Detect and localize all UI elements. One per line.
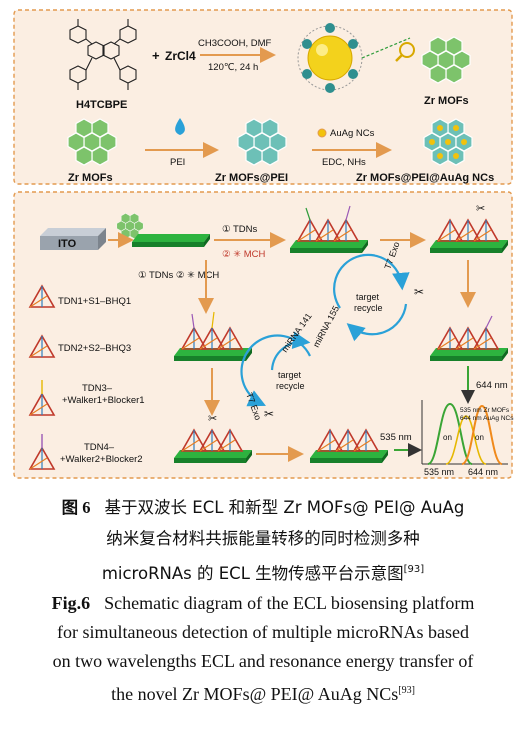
probe-4 [29,434,55,470]
reactant-label: H4TCBPE [76,99,127,111]
pei-drop-icon [175,118,185,135]
ecl-spectrum [421,400,508,465]
plus-sign: + [152,48,160,63]
caption-cn-line-2: 纳米复合材料共振能量转移的同时检测多种 [106,529,420,548]
caption-en-line-3: on two wavelengths ECL and resonance ene… [52,651,474,671]
step-tdns: ① TDNs [222,224,258,235]
h4tcbpe-molecule [69,19,137,90]
scissors-icon-upper: ✂ [414,285,424,299]
scissors-icon-lower: ✂ [264,407,274,421]
probe-4-label-1: TDN4– [84,442,115,453]
caption-cn-text-1: 基于双波长 ECL 和新型 Zr MOFs@ PEI@ AuAg [104,498,465,517]
step2-mid-label: Zr MOFs@PEI [215,172,288,184]
spectrum-legend-2: 644 nm AuAg NCs [460,415,514,422]
ito-electrode [40,228,106,250]
caption-en-text-1: Schematic diagram of the ECL biosensing … [104,593,475,613]
on-label-2: on [475,433,484,442]
target-upper-2: recycle [354,303,383,313]
ito-label: ITO [58,238,77,250]
caption-en-line-1: Fig.6 Schematic diagram of the ECL biosen… [0,589,526,618]
probe-4-label-2: +Walker2+Blocker2 [60,454,143,465]
probe-2-label: TDN2+S2–BHQ3 [58,343,131,354]
caption-cn-text-3: microRNAs 的 ECL 生物传感平台示意图 [101,564,404,583]
target-lower-2: recycle [276,381,305,391]
zrcl4-label: ZrCl4 [165,49,196,63]
tdn-electrode-d [174,311,252,361]
axis-label-535: 535 nm [424,467,454,477]
step-tdns-mch-2: ① TDNs ② ✳ MCH [138,270,219,281]
magnifier-icon [395,42,415,62]
tdn-electrode-a [290,205,368,253]
svg-text:✂: ✂ [414,285,424,299]
target-upper-1: target [356,292,380,302]
axis-label-644: 644 nm [468,467,498,477]
target-lower-1: target [278,370,302,380]
reaction-condition-2: 120℃, 24 h [208,62,258,73]
svg-text:✂: ✂ [476,203,485,215]
label-644-nm: 644 nm [476,380,508,391]
auag-nc-label: AuAg NCs [330,128,375,139]
tdn-electrode-c [430,315,508,361]
edc-label: EDC, NHs [322,157,366,168]
mof-pei-auag-cluster [423,118,473,166]
step2-right-label: Zr MOFs@PEI@AuAg NCs [356,172,494,184]
caption-en-line-2: for simultaneous detection of multiple m… [57,622,469,642]
caption-en-text-4: the novel Zr MOFs@ PEI@ AuAg NCs [111,684,399,704]
schematic-figure: H4TCBPE + ZrCl4 CH3COOH, DMF 120℃, 24 h … [10,8,516,482]
probe-3 [29,380,55,416]
svg-text:✂: ✂ [208,413,217,425]
bottom-panel [13,191,513,479]
pei-label: PEI [170,157,185,168]
figure-caption: 图 6 基于双波长 ECL 和新型 Zr MOFs@ PEI@ AuAg 纳米复合… [0,492,526,709]
top-panel [13,9,513,185]
step2-left-label: Zr MOFs [68,172,113,184]
caption-en-ref: [93] [398,685,415,696]
product-label: Zr MOFs [424,95,469,107]
recycle-loop-141 [240,331,311,407]
label-535-nm: 535 nm [380,432,412,443]
caption-cn-ref: [93] [403,564,425,575]
on-label-1: on [443,433,452,442]
probe-3-label-1: TDN3– [82,383,113,394]
zoom-line [361,37,411,59]
probe-3-label-2: +Walker1+Blocker1 [62,395,145,406]
green-electrode [132,234,210,247]
step-mch: ② ✳ MCH [222,249,266,260]
tdn-electrode-b: ✂ [430,203,508,253]
caption-cn-label: 图 6 [61,498,91,517]
recycle-loop-155 [333,253,410,342]
svg-text:✂: ✂ [264,407,274,421]
tdn-electrode-e: ✂ [174,413,252,463]
caption-cn-line-3: microRNAs 的 ECL 生物传感平台示意图[93] [0,554,526,589]
probe-1-label: TDN1+S1–BHQ1 [58,296,131,307]
reaction-condition-1: CH3COOH, DMF [198,38,272,49]
auag-nc-icon [317,128,327,138]
spectrum-legend-1: 535 nm Zr MOFs [460,407,510,414]
caption-cn-line-1: 图 6 基于双波长 ECL 和新型 Zr MOFs@ PEI@ AuAg [0,492,526,523]
caption-en-label: Fig.6 [51,593,91,613]
caption-en-line-4: the novel Zr MOFs@ PEI@ AuAg NCs[93] [0,676,526,709]
